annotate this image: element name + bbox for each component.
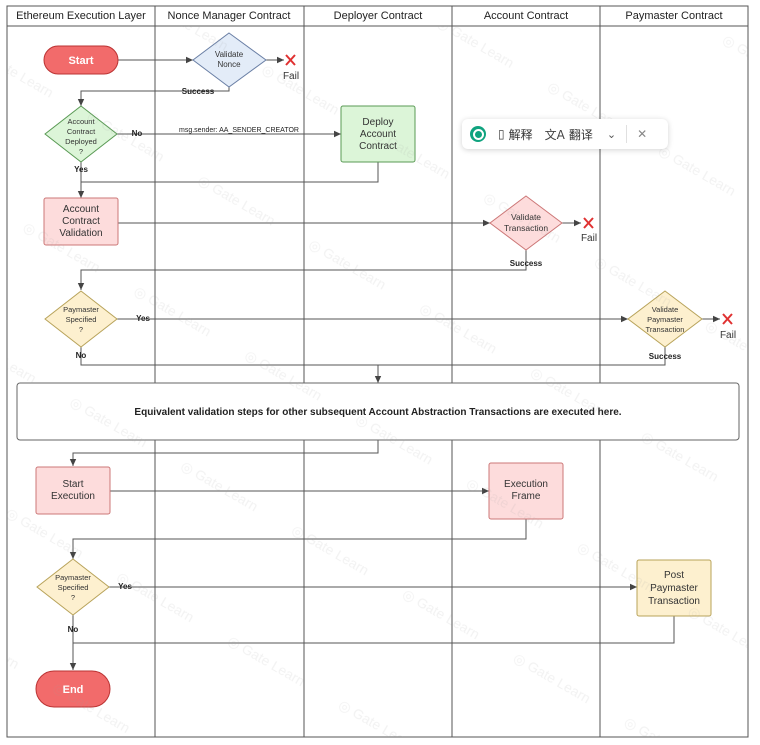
execution-frame-node: Execution Frame [488,462,564,520]
lane-header-paymaster: Paymaster Contract [625,10,722,22]
post-paymaster-line2: Paymaster [650,583,698,594]
account-deployed-line1: Account [67,117,95,126]
sender-label: msg.sender: AA_SENDER_CREATOR [179,127,299,134]
account-validation-node: Account Contract Validation [43,197,119,246]
validate-nonce-line1: Validate [215,50,244,59]
translate-icon: 文A [544,127,565,142]
yes-label-deployed: Yes [74,165,88,174]
deploy-account-node: Deploy Account Contract [340,105,416,163]
account-validation-line3: Validation [59,228,102,239]
account-deployed-line4: ? [79,147,83,156]
yes-label-paymaster-2: Yes [118,582,132,591]
toolbar-divider [626,125,628,143]
post-paymaster-line1: Post [664,570,684,581]
success-label-paymaster: Success [649,352,682,361]
start-execution-line2: Execution [51,491,95,502]
validate-nonce-line2: Nonce [217,60,241,69]
paymaster-specified-2-line3: ? [71,593,75,602]
chevron-down-icon[interactable]: ⌄ [606,127,617,141]
translate-label: 翻译 [568,127,593,142]
success-label-nonce: Success [182,87,215,96]
floating-toolbar: ▯ 解释 文A 翻译 ⌄ ✕ [462,119,668,149]
validate-paymaster-line1: Validate [652,305,679,314]
paymaster-specified-1-line2: Specified [66,315,97,324]
post-paymaster-node: Post Paymaster Transaction [636,559,712,617]
paymaster-specified-1-line1: Paymaster [63,305,99,314]
execution-frame-line2: Frame [512,491,541,502]
paymaster-specified-2-line1: Paymaster [55,573,91,582]
deploy-account-line3: Contract [359,141,397,152]
equivalent-steps-node: Equivalent validation steps for other su… [16,382,740,441]
fail-label-transaction: Fail [581,233,597,244]
fail-label-paymaster: Fail [720,330,736,341]
validate-paymaster-line2: Paymaster [647,315,683,324]
lane-header-execution: Ethereum Execution Layer [16,10,146,22]
validate-transaction-line2: Transaction [504,223,548,233]
close-icon[interactable]: ✕ [637,127,648,141]
account-validation-line2: Contract [62,216,100,227]
equivalent-steps-text: Equivalent validation steps for other su… [134,407,621,418]
post-paymaster-line3: Transaction [648,596,700,607]
lane-header-nonce: Nonce Manager Contract [168,10,291,22]
end-label: End [63,684,84,696]
lane-headers: Ethereum Execution Layer Nonce Manager C… [16,10,722,22]
yes-label-paymaster-1: Yes [136,314,150,323]
fail-label-nonce: Fail [283,71,299,82]
explain-label: 解释 [508,127,533,142]
paymaster-specified-2-line2: Specified [58,583,89,592]
deploy-account-line1: Deploy [362,117,393,128]
start-label: Start [68,55,93,67]
translate-button[interactable]: 文A 翻译 [545,126,593,143]
lane-header-deployer: Deployer Contract [334,10,423,22]
account-deployed-line3: Deployed [65,137,97,146]
explain-button[interactable]: ▯ 解释 [498,126,533,143]
account-validation-line1: Account [63,204,99,215]
validate-transaction-line1: Validate [511,212,541,222]
execution-frame-line1: Execution [504,479,548,490]
start-node: Start [43,45,119,75]
end-node: End [35,670,111,708]
validate-paymaster-line3: Transaction [646,325,685,334]
account-deployed-line2: Contract [67,127,96,136]
lane-header-account: Account Contract [484,10,568,22]
paymaster-specified-1-line3: ? [79,325,83,334]
book-icon: ▯ [498,127,505,141]
success-label-transaction: Success [510,259,543,268]
no-label-deployed: No [132,129,143,138]
deploy-account-line2: Account [360,129,396,140]
chatgpt-logo-icon[interactable] [470,126,486,142]
start-execution-node: Start Execution [35,466,111,515]
no-label-paymaster-1: No [76,351,87,360]
no-label-paymaster-2: No [68,625,79,634]
start-execution-line1: Start [62,479,83,490]
